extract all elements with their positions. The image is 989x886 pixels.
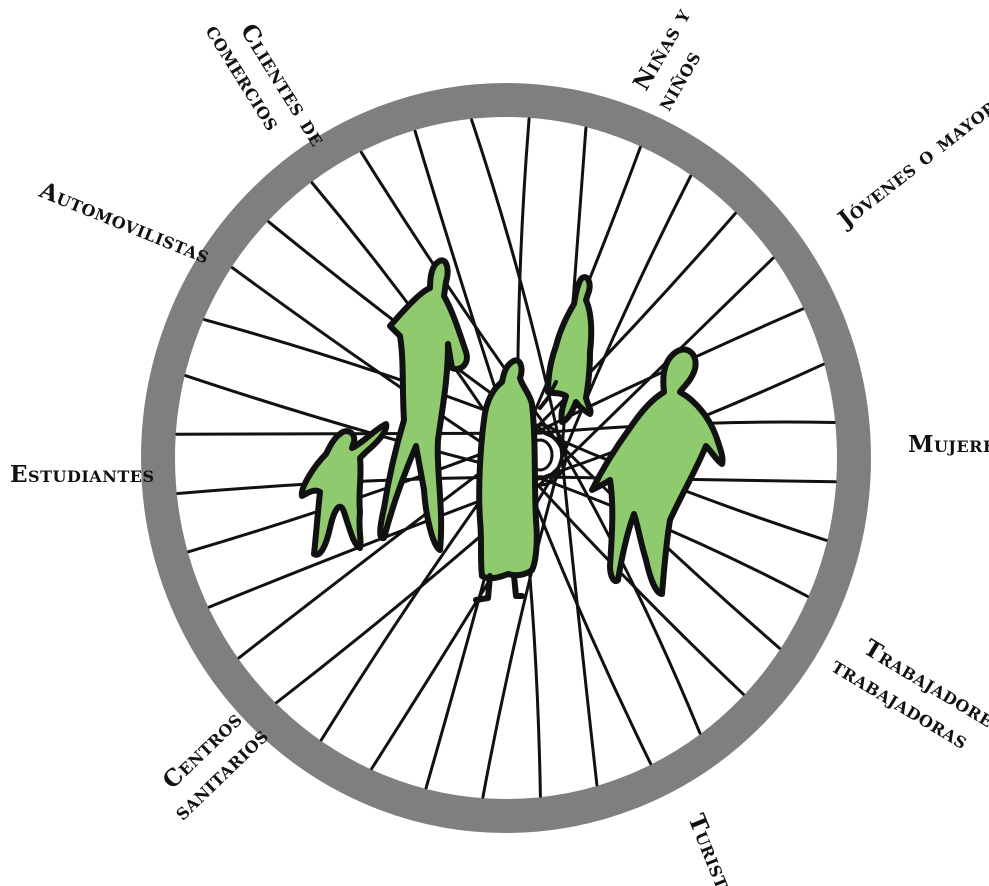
label-ninas: Niñas y niños	[625, 0, 727, 115]
figure-small	[548, 277, 591, 422]
figure-child	[302, 424, 386, 555]
label-turistas: Turistas	[682, 810, 745, 886]
label-automovilistas: Automovilistas	[35, 176, 214, 269]
figure-adult-tall	[380, 260, 467, 550]
label-clientes: Clientes de comercios	[200, 4, 336, 175]
label-jovenes: Jóvenes o mayores	[831, 77, 989, 234]
label-trabajadores: Trabajadores y trabajadoras	[827, 625, 989, 782]
label-mujeres: Mujeres	[908, 431, 989, 458]
figure-robed	[479, 360, 537, 578]
label-estudiantes: Estudiantes	[10, 461, 155, 488]
figure-large	[592, 349, 723, 594]
